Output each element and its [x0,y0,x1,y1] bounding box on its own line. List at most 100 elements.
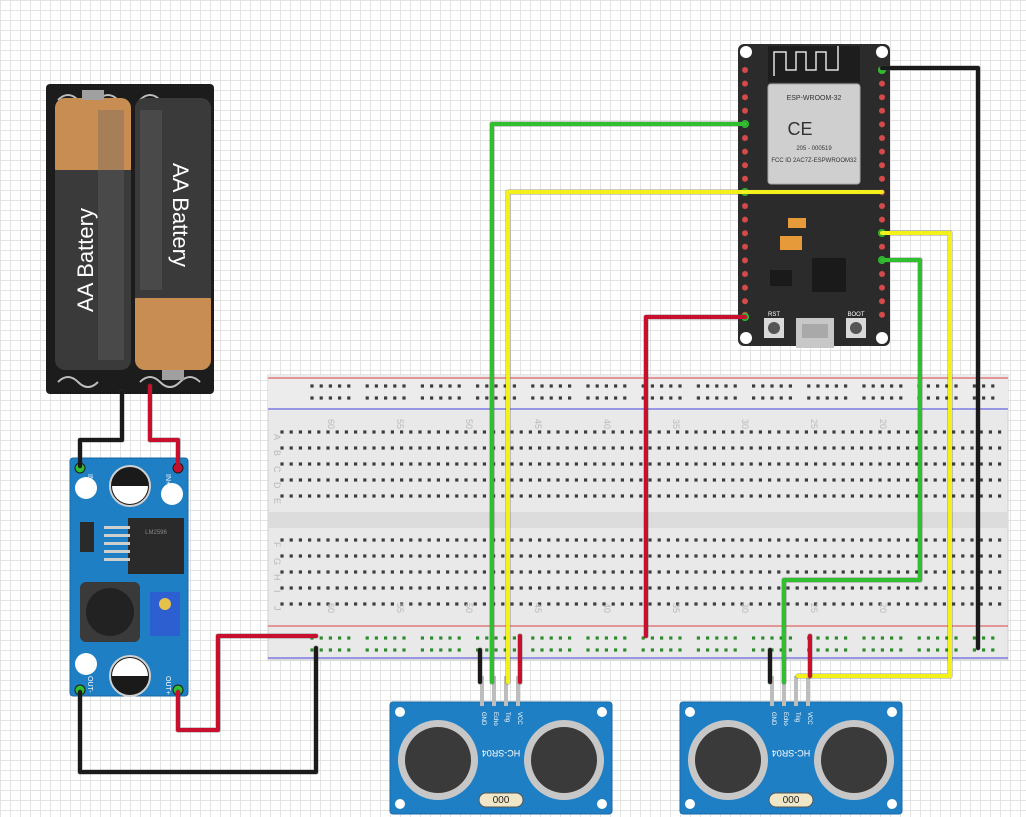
breadboard-column-number: 25 [809,419,819,429]
wire [78,390,124,468]
wire [880,66,980,650]
esp32-pin [742,135,748,141]
esp32-pin [879,148,885,155]
breadboard-row-letter: B [272,450,282,456]
esp32-pin [742,284,748,291]
sensor-pin [504,676,508,706]
sensor-version-label: 000 [782,793,799,804]
battery-cell-label: AA Battery [168,163,193,267]
regulator-chip-label: LM2596 [145,530,167,536]
sensor-model-label: HC-SR04 [772,748,811,758]
sensor-pin [782,676,786,706]
wire [506,190,884,684]
wire [782,258,922,684]
esp-module-name: ESP-WROOM-32 [787,95,842,102]
breadboard-column-number: 20 [878,603,888,613]
sensor-pin-label: VCC [516,712,522,725]
esp32-pin [742,216,748,223]
sensor-pin-label: Trig [504,712,510,722]
sensor-pin-label: VCC [806,712,812,725]
wire [176,634,318,732]
breadboard-row-letter: I [272,590,282,593]
breadboard-column-number: 20 [878,419,888,429]
esp32-pin [742,230,748,237]
transducer [821,727,887,793]
wire [490,122,747,684]
pin-label-out-plus: OUT+ [164,676,171,695]
esp32-pin [879,298,885,305]
boot-button-label: BOOT [847,312,864,318]
esp32-pin [879,94,885,101]
battery-cell: AA Battery [55,90,131,370]
esp32-pin [879,121,885,128]
sensor-pin-label: GND [770,712,776,726]
reset-button-label: RST [768,312,780,318]
breadboard: 606055555050454540403535303025252020ABCD… [267,374,1009,661]
esp32-pin [879,243,885,250]
sensor-pin [492,676,496,706]
esp32-pin [879,80,885,87]
transducer [531,727,597,793]
esp32-pin [742,257,748,264]
sensor-pin-label: Echo [782,712,788,726]
breadboard-row-letter: H [272,574,282,581]
esp32-pin [879,311,885,318]
breadboard-column-number: 40 [602,603,612,613]
esp32-pin [742,162,748,169]
pin-label-in-plus: IN+ [164,474,171,485]
breadboard-column-number: 30 [740,603,750,613]
ce-mark-icon: CE [787,119,812,139]
breadboard-row-letter: C [272,466,282,473]
breadboard-column-number: 60 [326,603,336,613]
breadboard-row-letter: J [272,606,282,611]
esp32-pin [879,162,885,169]
breadboard-row-letter: E [272,498,282,504]
sensor-version-label: 000 [492,793,509,804]
esp32-pin [879,107,885,114]
breadboard-row-letter: F [272,542,282,548]
sensor-model-label: HC-SR04 [482,748,521,758]
breadboard-column-number: 35 [671,419,681,429]
wire [78,646,318,774]
esp32-pin [879,216,885,223]
esp32-pin [742,80,748,87]
sensor-pin [794,676,798,706]
esp32-pin [742,107,748,114]
esp32-pin [879,203,885,209]
buck-converter-module: LM2596 IN- IN+ OUT- OUT+ [69,457,189,697]
breadboard-column-number: 50 [464,419,474,429]
transducer [695,727,761,793]
sensor-pin-label: Echo [492,712,498,726]
esp32-pin [742,67,748,73]
breadboard-column-number: 60 [326,419,336,429]
breadboard-row-letter: D [272,482,282,489]
esp32-board: ESP-WROOM-32 CE 205 - 000519 FCC ID 2AC7… [738,44,890,348]
sensor-pin-label: GND [480,712,486,726]
ultrasonic-sensor: HC-SR04 000 GND Echo Trig VCC [389,676,613,815]
esp32-pin [879,284,885,291]
sensor-pin [516,676,520,706]
esp-fcc-id: FCC ID 2AC7Z-ESPWROOM32 [771,158,857,164]
wire [644,315,747,638]
sensor-pin [806,676,810,706]
ultrasonic-sensor: HC-SR04 000 GND Echo Trig VCC [679,676,903,815]
esp32-pin [879,135,885,141]
sensor-pin [480,676,484,706]
esp-module-code: 205 - 000519 [796,146,832,152]
esp32-pin [879,175,885,182]
esp32-pin [742,298,748,305]
battery-cell: AA Battery [135,98,211,380]
breadboard-column-number: 55 [395,603,405,613]
esp32-pin [742,94,748,101]
breadboard-column-number: 40 [602,419,612,429]
pin-label-out-minus: OUT- [86,676,93,693]
breadboard-row-letter: G [272,558,282,565]
esp32-pin [879,271,885,277]
esp32-pin [742,203,748,209]
breadboard-row-letter: A [272,434,282,440]
breadboard-column-number: 30 [740,419,750,429]
sensor-pin-label: Trig [794,712,800,722]
breadboard-column-number: 35 [671,603,681,613]
esp32-pin [742,243,748,250]
breadboard-column-number: 45 [533,603,543,613]
